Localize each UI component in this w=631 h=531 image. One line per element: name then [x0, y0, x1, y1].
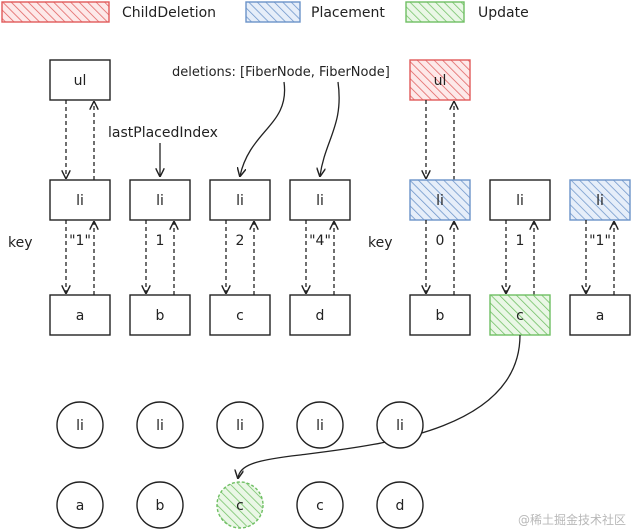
left-li-label-3: li	[236, 193, 244, 209]
legend-item-deletion: ChildDeletion	[1, 1, 216, 23]
right-li-label-1: li	[436, 193, 444, 209]
right-content-node-2	[489, 294, 551, 336]
bottom-row-1: li li li li li	[56, 401, 424, 449]
right-content-label-1: b	[436, 308, 445, 324]
left-li-node-2	[129, 179, 191, 221]
right-key-1: 0	[436, 233, 445, 249]
right-li-node-1	[409, 179, 471, 221]
left-key-2: 1	[156, 233, 165, 249]
left-content-node-1	[49, 294, 111, 336]
legend-item-update: Update	[405, 1, 529, 23]
left-content-label-3: c	[236, 308, 244, 324]
bottom-content-label-4: c	[316, 498, 324, 514]
left-key-4: "4"	[309, 233, 331, 249]
left-li-label-2: li	[156, 193, 164, 209]
deletions-arrow-1	[240, 81, 286, 176]
deletions-arrow-2	[320, 81, 340, 176]
update-arrow	[238, 334, 521, 478]
deletions-label: deletions: [FiberNode, FiberNode]	[172, 65, 390, 80]
annotations: lastPlacedIndex deletions: [FiberNode, F…	[108, 65, 390, 176]
legend-swatch-placement	[245, 1, 301, 23]
bottom-content-circle-1	[56, 481, 104, 529]
right-key-2: 1	[516, 233, 525, 249]
bottom-li-circle-5	[376, 401, 424, 449]
legend-label-deletion: ChildDeletion	[122, 5, 216, 21]
last-placed-index-label: lastPlacedIndex	[108, 125, 218, 141]
bottom-li-label-5: li	[396, 418, 404, 434]
legend-item-placement: Placement	[245, 1, 385, 23]
bottom-li-circle-4	[296, 401, 344, 449]
bottom-content-circle-4	[296, 481, 344, 529]
left-ul-label: ul	[74, 73, 87, 89]
right-ul-label: ul	[434, 73, 447, 89]
right-tree: ul li li li key 0 1 "1" b c a	[368, 59, 631, 336]
left-content-label-2: b	[156, 308, 165, 324]
right-li-node-3	[569, 179, 631, 221]
right-content-label-3: a	[596, 308, 605, 324]
bottom-li-label-1: li	[76, 418, 84, 434]
legend-label-placement: Placement	[311, 5, 385, 21]
right-li-node-2	[489, 179, 551, 221]
bottom-content-label-5: d	[396, 498, 405, 514]
bottom-content-label-3: c	[236, 498, 244, 514]
legend-swatch-deletion	[1, 1, 110, 23]
bottom-content-circle-3	[216, 481, 264, 529]
left-content-label-4: d	[316, 308, 325, 324]
left-li-node-3	[209, 179, 271, 221]
right-li-label-3: li	[596, 193, 604, 209]
left-content-label-1: a	[76, 308, 85, 324]
left-key-1: "1"	[69, 233, 91, 249]
right-content-node-1	[409, 294, 471, 336]
left-content-node-2	[129, 294, 191, 336]
bottom-li-label-2: li	[156, 418, 164, 434]
left-key-label: key	[8, 235, 33, 251]
right-li-label-2: li	[516, 193, 524, 209]
watermark: @稀土掘金技术社区	[518, 512, 626, 527]
bottom-content-circle-2	[136, 481, 184, 529]
left-tree: ul li li li li key "1" 1 2 "4" a b c	[8, 59, 351, 336]
right-content-label-2: c	[516, 308, 524, 324]
right-content-node-3	[569, 294, 631, 336]
left-li-node-4	[289, 179, 351, 221]
bottom-row-2: a b c c d	[56, 481, 424, 529]
legend-swatch-update	[405, 1, 465, 23]
left-content-node-4	[289, 294, 351, 336]
left-li-label-4: li	[316, 193, 324, 209]
bottom-content-label-2: b	[156, 498, 165, 514]
bottom-li-label-3: li	[236, 418, 244, 434]
left-key-3: 2	[236, 233, 245, 249]
legend: ChildDeletion Placement Update	[1, 1, 529, 23]
left-content-node-3	[209, 294, 271, 336]
bottom-li-circle-1	[56, 401, 104, 449]
bottom-li-circle-2	[136, 401, 184, 449]
left-li-node-1	[49, 179, 111, 221]
legend-label-update: Update	[478, 5, 529, 21]
left-ul-node	[49, 59, 111, 101]
left-li-label-1: li	[76, 193, 84, 209]
bottom-li-circle-3	[216, 401, 264, 449]
bottom-content-circle-5	[376, 481, 424, 529]
right-key-label: key	[368, 235, 393, 251]
right-key-3: "1"	[589, 233, 611, 249]
bottom-li-label-4: li	[316, 418, 324, 434]
bottom-content-label-1: a	[76, 498, 85, 514]
right-ul-node	[409, 59, 471, 101]
